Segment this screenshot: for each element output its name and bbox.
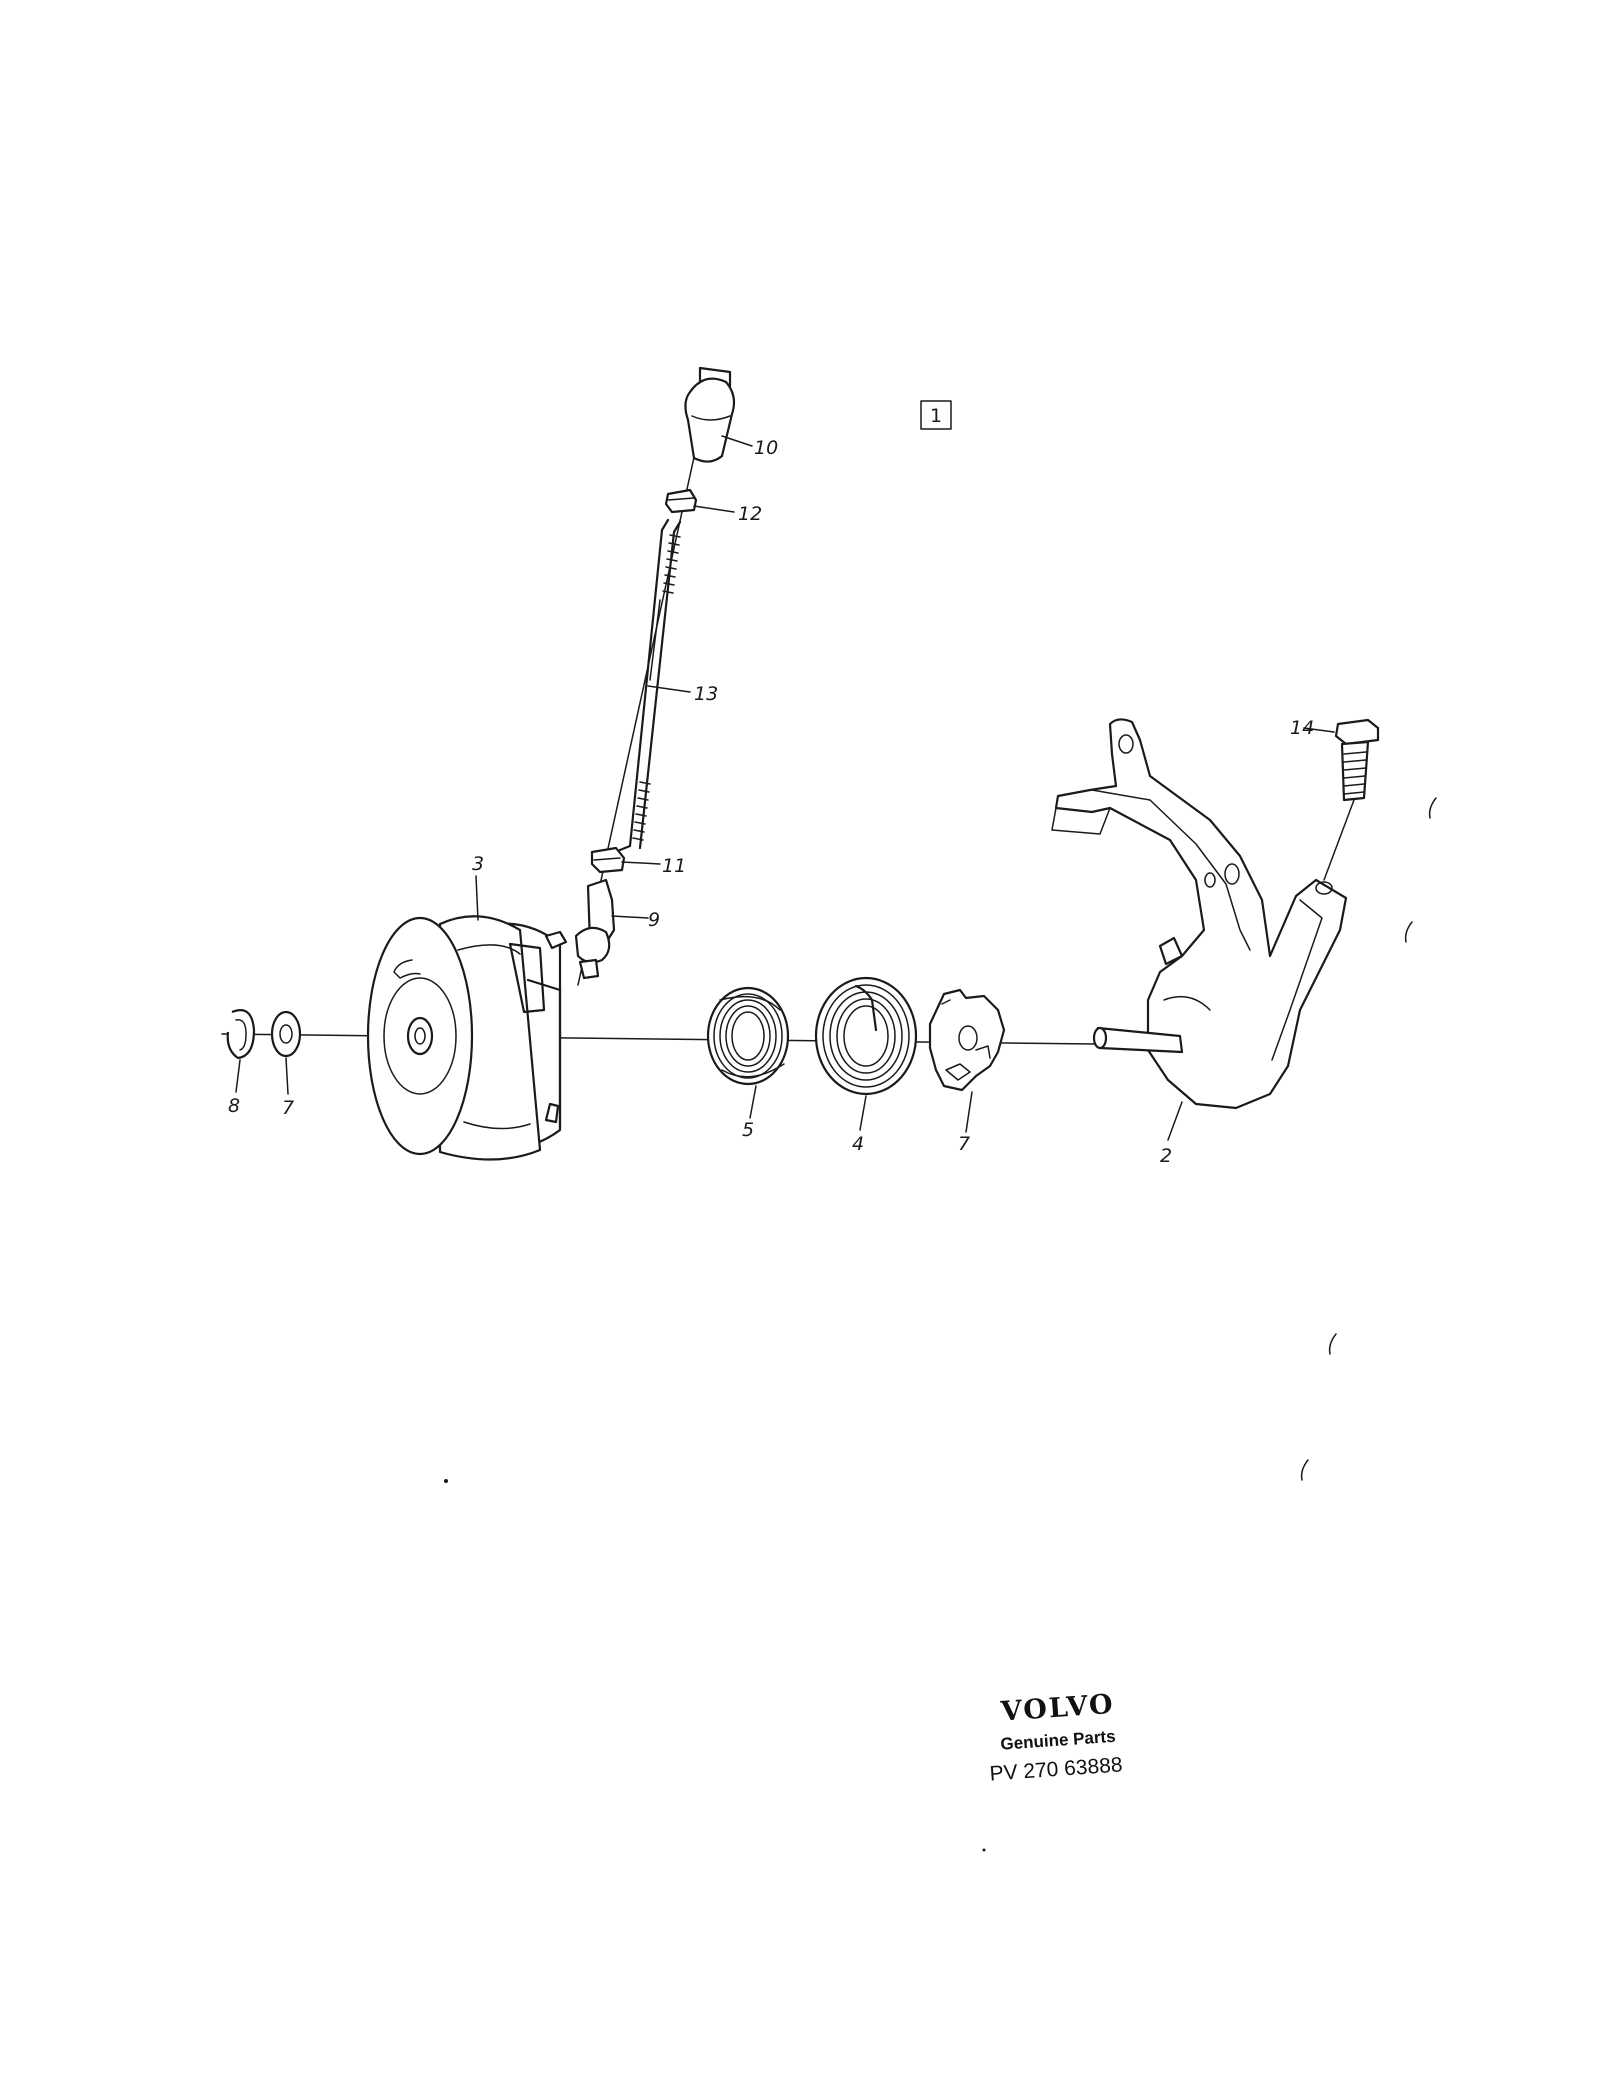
part-13-threaded-rod	[618, 518, 682, 852]
group-box: 1	[920, 400, 952, 430]
callout-8: 8	[228, 1095, 240, 1117]
part-5-spring-small	[706, 986, 790, 1086]
callout-7-left: 7	[282, 1097, 294, 1119]
callout-2: 2	[1160, 1145, 1172, 1167]
callout-3: 3	[472, 853, 484, 875]
part-14-bolt	[1323, 718, 1380, 881]
volvo-genuine-parts-stamp: VOLVO Genuine Parts PV 270 63888	[989, 1689, 1123, 1786]
stamp-subtitle: Genuine Parts	[1000, 1727, 1116, 1754]
part-7-washer-left	[270, 1010, 302, 1058]
callout-5: 5	[742, 1119, 754, 1141]
callout-13: 13	[694, 683, 718, 705]
part-11-nut	[590, 846, 626, 874]
part-12-nut	[664, 488, 698, 514]
scan-specks	[444, 797, 1437, 1852]
part-4-spring-large	[814, 976, 918, 1096]
brand-logo: VOLVO	[999, 1689, 1116, 1728]
callout-10: 10	[754, 437, 778, 459]
part-2-pedal-bracket	[1051, 718, 1348, 1110]
leader-lines	[235, 435, 1335, 1141]
part-8-clip	[226, 1009, 256, 1060]
callout-9: 9	[648, 909, 660, 931]
part-7-spring-plate	[928, 988, 1006, 1092]
callout-14: 14	[1290, 717, 1314, 739]
part-9-rod-end	[574, 878, 616, 980]
group-box-label: 1	[930, 405, 942, 427]
part-10-rod-end	[684, 366, 736, 463]
part-number: PV 270 63888	[989, 1753, 1123, 1785]
callout-11: 11	[662, 855, 686, 877]
callout-12: 12	[738, 503, 762, 525]
part-3-hub-drum	[366, 915, 568, 1161]
callout-4: 4	[852, 1133, 864, 1155]
callout-7-right: 7	[958, 1133, 970, 1155]
